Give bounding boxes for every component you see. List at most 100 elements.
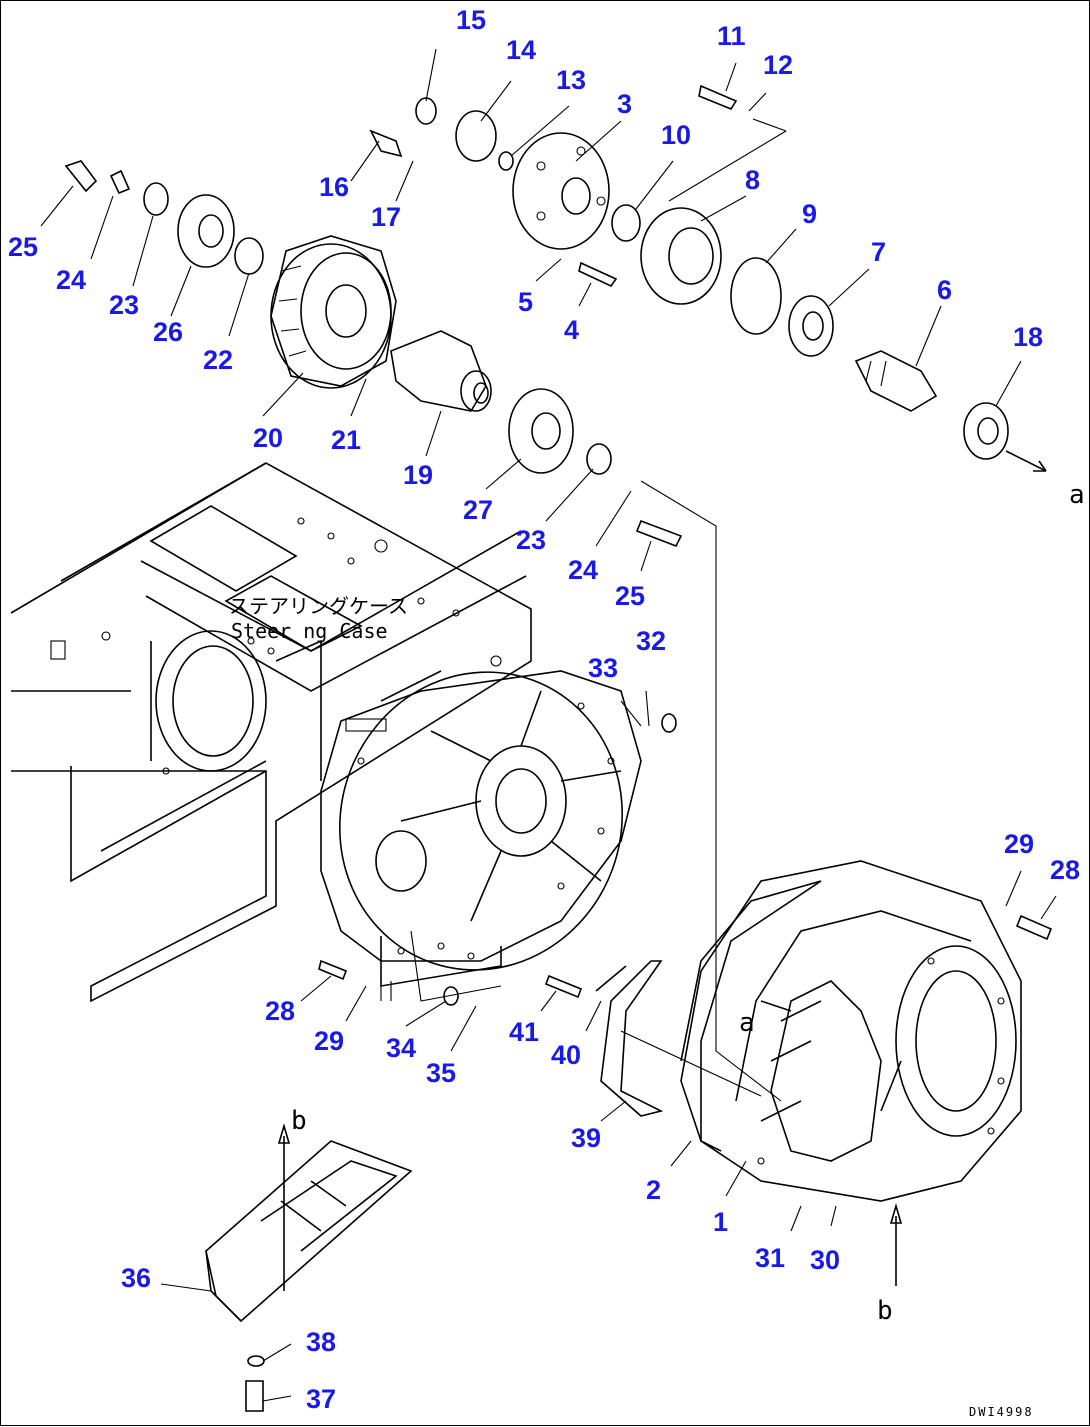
part-label: 25: [615, 581, 645, 611]
part-label: 11: [717, 21, 746, 51]
leader-lines: [40, 48, 1057, 1402]
shaft: [854, 350, 938, 412]
nut-32: [661, 713, 677, 733]
part-label: 39: [571, 1123, 601, 1153]
part-label: 36: [121, 1263, 151, 1293]
o-ring: [730, 257, 782, 335]
pinion-shaft: [390, 330, 492, 412]
part-label: 25: [8, 232, 38, 262]
drawing-linework: [10, 48, 1057, 1412]
part-label: 30: [810, 1245, 840, 1275]
reference-letter: b: [291, 1106, 307, 1136]
part-label: 14: [506, 35, 536, 65]
bolt-16: [369, 129, 403, 158]
bearing-cage: [512, 132, 610, 250]
part-label: 17: [371, 202, 401, 232]
final-drive-case: [680, 860, 1022, 1202]
arrow-a-top-head: [1033, 460, 1047, 472]
part-label: 40: [551, 1040, 581, 1070]
bolt-28-left: [318, 959, 348, 981]
part-label: 10: [661, 120, 691, 150]
part-label: 1: [713, 1207, 728, 1237]
nut-15: [415, 97, 437, 125]
part-label: 3: [617, 89, 632, 119]
arrow-a-top: [1005, 450, 1047, 472]
part-label: 26: [153, 317, 183, 347]
part-label: 23: [109, 290, 139, 320]
part-label: 35: [426, 1058, 456, 1088]
part-label: 12: [763, 50, 793, 80]
reference-line-39: [620, 1030, 762, 1097]
bolt-4: [578, 261, 618, 288]
part-label: 27: [463, 495, 493, 525]
part-label: 18: [1013, 322, 1043, 352]
part-label: 29: [314, 1026, 344, 1056]
reference-line-11: [668, 130, 787, 202]
part-label: 28: [265, 996, 295, 1026]
bolt-25-top: [64, 160, 98, 193]
bearing-27: [508, 388, 574, 474]
part-label: 16: [319, 172, 349, 202]
reference-letter: a: [1069, 480, 1085, 510]
washer-23-top: [143, 182, 169, 216]
reference-line-a: [640, 480, 782, 1102]
nut-34: [443, 986, 459, 1006]
arrow-b-right-head: [889, 1203, 903, 1224]
washer-38: [247, 1355, 265, 1367]
bearing-7: [788, 295, 834, 357]
part-label: 15: [456, 5, 486, 35]
reference-line-28: [380, 981, 392, 1001]
bolt-28-right: [1015, 914, 1053, 941]
part-label: 37: [306, 1384, 336, 1414]
part-label: 22: [203, 345, 233, 375]
part-label: 9: [802, 199, 817, 229]
part-label: 41: [509, 1017, 539, 1047]
part-label: 5: [518, 287, 533, 317]
bearing-18: [963, 402, 1009, 460]
part-label: 32: [636, 626, 666, 656]
arrow-a-bottom: [760, 1000, 792, 1012]
bolt-37: [245, 1380, 264, 1412]
arrow-b-left-head: [277, 1123, 291, 1144]
wire-40: [595, 965, 627, 992]
cover-plate: [600, 960, 664, 1117]
part-label: 2: [646, 1175, 661, 1205]
bolt-41: [544, 974, 583, 999]
lock-24-top: [109, 169, 131, 195]
seal-10: [611, 204, 641, 242]
mounting-flange: [320, 670, 642, 987]
part-label: 4: [564, 315, 579, 345]
drawing-code: DWI4998: [969, 1405, 1034, 1419]
gasket: [680, 880, 822, 1152]
retainer: [640, 207, 722, 305]
reference-letter: b: [877, 1296, 893, 1326]
reference-line-12: [752, 118, 787, 132]
part-label: 34: [386, 1033, 416, 1063]
steering-case: [10, 462, 532, 1003]
part-label: 13: [556, 65, 586, 95]
part-label: 6: [937, 275, 952, 305]
part-label: 31: [755, 1243, 785, 1273]
part-label: 8: [745, 165, 760, 195]
part-label: 20: [253, 423, 283, 453]
steering-case-label-en: Steer ng Case: [231, 619, 388, 643]
bottom-guard: [205, 1140, 413, 1323]
bearing-26: [177, 194, 235, 268]
part-label: 7: [871, 237, 886, 267]
part-label: 23: [516, 525, 546, 555]
part-label: 33: [588, 653, 618, 683]
spacer-22: [234, 237, 264, 275]
bolt-25-right: [635, 519, 683, 548]
bolt-11: [698, 84, 738, 110]
reference-line-bolts: [410, 930, 502, 1002]
part-label: 38: [306, 1327, 336, 1357]
part-label: 28: [1050, 855, 1080, 885]
plate-14: [455, 110, 497, 162]
part-label: 19: [403, 460, 433, 490]
washer-23-right: [586, 443, 612, 475]
part-label: 21: [331, 425, 361, 455]
part-label: 29: [1004, 829, 1034, 859]
steering-case-label-jp: ステアリングケース: [229, 594, 408, 618]
